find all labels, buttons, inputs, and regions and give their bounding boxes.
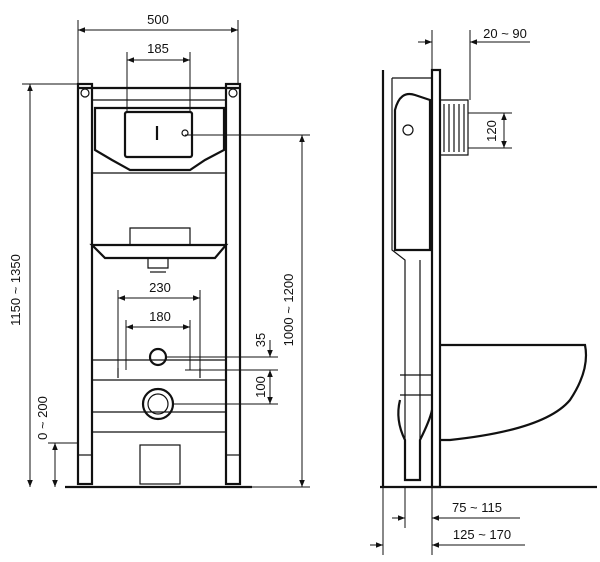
toilet-bowl bbox=[440, 343, 588, 442]
dim-100: 100 bbox=[253, 376, 268, 398]
dim-1000-1200: 1000 ~ 1200 bbox=[281, 274, 296, 347]
dim-75-115: 75 ~ 115 bbox=[452, 500, 502, 515]
dim-500: 500 bbox=[147, 12, 169, 27]
front-dimensions: 500 185 1150 ~ 1350 1000 ~ 1200 0 ~ 200 … bbox=[8, 12, 310, 488]
side-view bbox=[380, 68, 597, 489]
dim-125-170: 125 ~ 170 bbox=[453, 527, 511, 542]
side-dimensions: 20 ~ 90 120 75 ~ 115 125 ~ 170 bbox=[370, 26, 530, 555]
flush-pipe bbox=[440, 99, 469, 156]
dim-230: 230 bbox=[149, 280, 171, 295]
dim-120: 120 bbox=[484, 120, 499, 142]
dim-185: 185 bbox=[147, 41, 169, 56]
dim-0-200: 0 ~ 200 bbox=[35, 396, 50, 440]
water-inlet bbox=[148, 347, 168, 367]
dim-35: 35 bbox=[253, 333, 268, 347]
dim-1150-1350: 1150 ~ 1350 bbox=[8, 254, 23, 326]
dim-20-90: 20 ~ 90 bbox=[483, 26, 527, 41]
dim-180: 180 bbox=[149, 309, 171, 324]
